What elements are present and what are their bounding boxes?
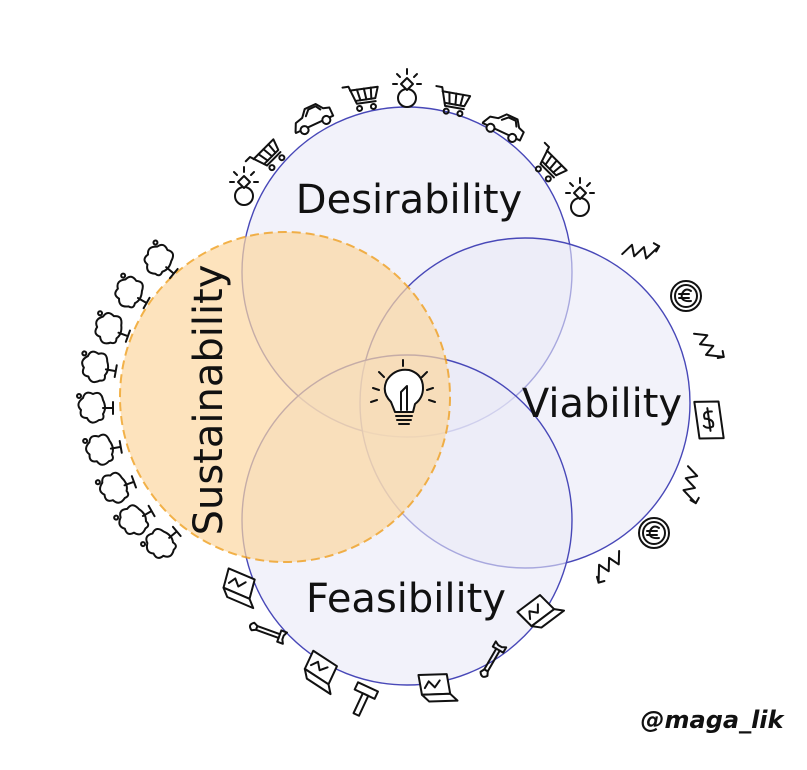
euro-coin-icon	[670, 280, 702, 312]
trend-chart-icon	[693, 325, 726, 365]
diamond-ring-icon	[392, 68, 422, 108]
desirability-label: Desirability	[296, 177, 522, 223]
dollar-banknote-icon	[693, 397, 725, 443]
trend-chart-icon	[589, 549, 629, 585]
author-credit: @maga_lik	[641, 706, 786, 734]
tree-icon	[81, 430, 125, 469]
diamond-ring-icon	[229, 166, 259, 206]
trend-chart-icon	[621, 233, 661, 266]
euro-coin-icon	[638, 517, 670, 549]
sustainability-circle	[119, 231, 451, 563]
tree-icon	[76, 391, 114, 424]
viability-label: Viability	[522, 381, 682, 427]
shopping-cart-icon	[341, 81, 382, 114]
tree-icon	[76, 348, 120, 387]
diamond-ring-icon	[565, 177, 595, 217]
trend-chart-icon	[676, 465, 709, 505]
tree-icon	[88, 308, 135, 351]
hammer-icon	[344, 681, 379, 720]
sustainability-label: Sustainability	[186, 265, 232, 536]
tree-icon	[93, 466, 140, 509]
lightbulb-icon	[370, 359, 436, 425]
feasibility-label: Feasibility	[306, 576, 506, 622]
